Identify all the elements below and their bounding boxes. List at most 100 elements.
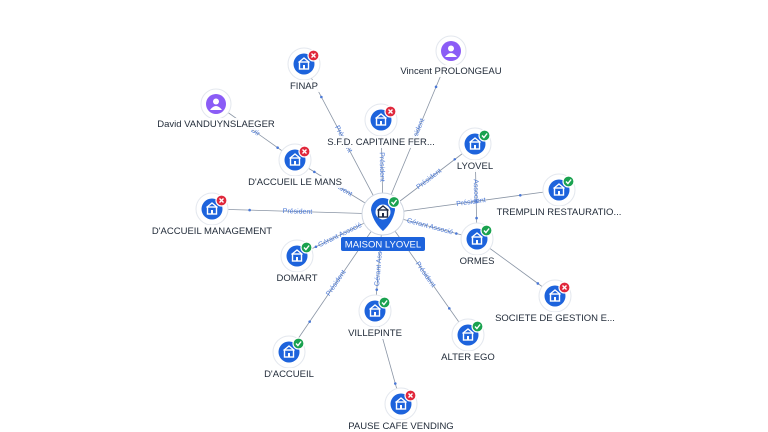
active-check-icon <box>480 224 493 237</box>
node-label-bg <box>490 206 628 218</box>
company-node-accueil-le-mans[interactable]: D'ACCUEIL LE MANS <box>243 143 347 188</box>
edge-label: Gérant Associé <box>406 217 454 236</box>
building-icon-door <box>294 161 296 165</box>
edge-center-vincent <box>382 50 452 215</box>
edge-arrow-marker <box>434 85 438 89</box>
node-label-bg <box>152 225 272 237</box>
building-icon-roof <box>375 113 387 120</box>
company-node-sfd[interactable]: S.F.D. CAPITAINE FER... <box>312 103 450 148</box>
company-node-finap[interactable]: FINAP <box>286 47 322 92</box>
node-label-bg <box>243 176 347 188</box>
building-icon <box>553 183 565 196</box>
closed-cross-icon <box>404 389 417 402</box>
center-node-maison-lyovel[interactable]: MAISON LYOVEL <box>341 192 425 251</box>
edge-label: Président <box>415 168 443 192</box>
edge-label: Associé <box>472 179 480 204</box>
building-icon <box>469 137 481 150</box>
building-icon <box>369 304 381 317</box>
person-icon-head <box>448 45 454 52</box>
building-icon-door <box>211 210 213 214</box>
closed-cross-icon <box>384 105 397 118</box>
node-label-bg <box>156 118 276 130</box>
building-icon-roof <box>283 345 295 352</box>
node-label-bg <box>454 160 496 172</box>
center-node-label-bg <box>341 237 425 251</box>
node-label: TREMPLIN RESTAURATIO... <box>497 207 622 218</box>
edge-label: Président <box>325 269 347 297</box>
building-icon-roof <box>298 57 310 64</box>
center-node-label: MAISON LYOVEL <box>345 240 421 251</box>
building-icon <box>298 57 310 70</box>
building-icon <box>377 205 389 218</box>
building-icon-roof <box>377 205 389 212</box>
node-label: David VANDUYNSLAEGER <box>157 119 275 130</box>
company-node-tremplin[interactable]: TREMPLIN RESTAURATIO... <box>490 173 628 218</box>
closed-cross-icon <box>307 49 320 62</box>
node-label: S.F.D. CAPITAINE FER... <box>327 137 435 148</box>
node-label-bg <box>346 420 456 432</box>
edge-arrow-marker <box>453 158 457 161</box>
edge-arrow-marker <box>536 282 540 285</box>
node-label-bg <box>312 136 450 148</box>
edge-center-accueil-management <box>211 208 384 215</box>
person-node-vincent[interactable]: Vincent PROLONGEAU <box>396 35 506 77</box>
active-check-icon <box>478 129 491 142</box>
closed-cross-icon <box>298 145 311 158</box>
person-icon-body <box>210 106 222 110</box>
building-icon-door <box>380 121 382 125</box>
active-check-icon <box>562 175 575 188</box>
company-node-villepinte[interactable]: VILLEPINTE <box>343 294 407 339</box>
building-icon <box>549 289 561 302</box>
node-label: PAUSE CAFE VENDING <box>348 421 453 432</box>
company-node-alter-ego[interactable]: ALTER EGO <box>438 318 498 363</box>
node-label: D'ACCUEIL LE MANS <box>248 177 342 188</box>
company-node-pause-cafe[interactable]: PAUSE CAFE VENDING <box>346 387 456 432</box>
building-icon-roof <box>395 397 407 404</box>
node-label: SOCIETE DE GESTION E... <box>495 313 615 324</box>
company-node-ormes[interactable]: ORMES <box>459 222 495 267</box>
building-icon-roof <box>553 183 565 190</box>
person-icon-head <box>213 98 219 105</box>
company-node-lyovel[interactable]: LYOVEL <box>454 127 496 172</box>
edge-center-alter-ego <box>382 213 469 336</box>
edge-label: Président <box>283 208 313 216</box>
building-icon <box>462 328 474 341</box>
building-icon-roof <box>289 153 301 160</box>
building-icon-door <box>400 405 402 409</box>
building-icon-roof <box>462 328 474 335</box>
company-node-societe-gestion[interactable]: SOCIETE DE GESTION E... <box>486 279 624 324</box>
building-icon-door <box>467 336 469 340</box>
building-icon <box>283 345 295 358</box>
edge-arrow-marker <box>248 208 251 212</box>
person-icon <box>445 45 457 57</box>
node-label-bg <box>286 80 322 92</box>
node-label: D'ACCUEIL <box>264 369 314 380</box>
nodes-layer: FINAP S.F.D. CAPITAINE FER... D'ACCUEIL LE… <box>152 35 628 432</box>
active-check-icon <box>378 296 391 309</box>
node-label-bg <box>276 272 318 284</box>
building-icon <box>289 153 301 166</box>
company-node-accueil[interactable]: D'ACCUEIL <box>259 335 319 380</box>
node-label-bg <box>438 351 498 363</box>
building-icon-door <box>296 257 298 261</box>
building-icon-door <box>474 145 476 149</box>
company-node-accueil-management[interactable]: D'ACCUEIL MANAGEMENT <box>152 192 272 237</box>
edge-label: Président <box>378 152 386 182</box>
active-check-icon <box>300 241 313 254</box>
person-node-david[interactable]: David VANDUYNSLAEGER <box>156 88 276 130</box>
company-node-domart[interactable]: DOMART <box>276 239 318 284</box>
edge-arrow-marker <box>448 307 451 310</box>
edge-arrow-marker <box>375 288 379 291</box>
building-icon-door <box>382 213 384 217</box>
edge-label: Président <box>456 197 486 208</box>
building-icon-roof <box>469 137 481 144</box>
node-label: DOMART <box>277 273 318 284</box>
node-label-bg <box>343 327 407 339</box>
building-icon-door <box>554 297 556 301</box>
building-icon-door <box>558 191 560 195</box>
edge-arrow-marker <box>455 232 458 235</box>
closed-cross-icon <box>215 194 228 207</box>
edge-arrow-marker <box>308 320 311 323</box>
edge-arrow-marker <box>393 382 397 385</box>
